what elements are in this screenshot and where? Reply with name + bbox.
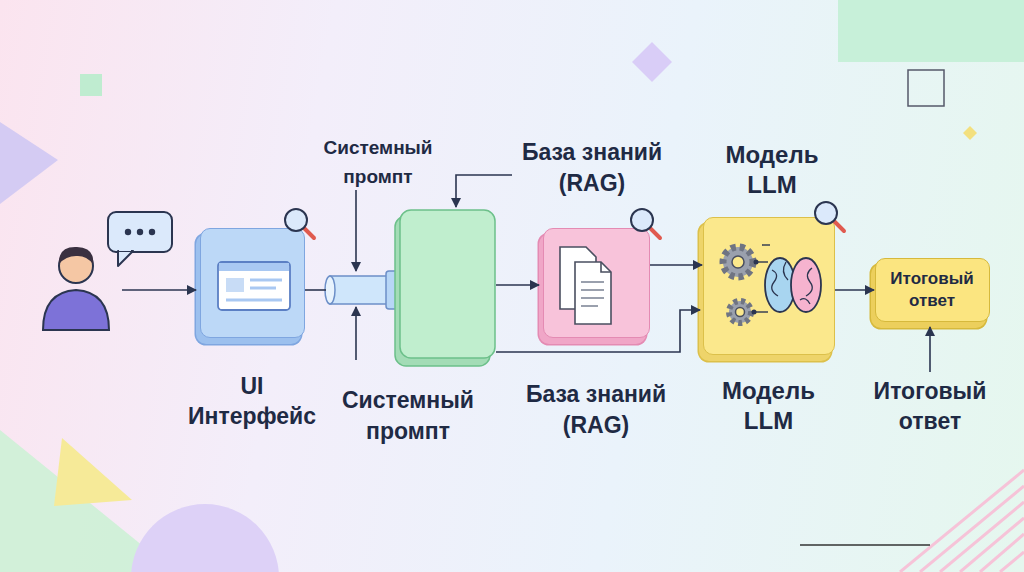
decoration — [80, 74, 102, 96]
user-icon — [59, 247, 93, 264]
speech-bubble — [108, 212, 172, 266]
magnifier-icon — [834, 221, 844, 231]
node-caption: База знаний (RAG) — [511, 379, 681, 441]
decoration — [908, 70, 944, 106]
decoration — [0, 122, 58, 204]
annotation-label: База знаний (RAG) — [507, 137, 677, 199]
decoration — [980, 534, 1024, 572]
llm-box: Модель LLM — [703, 217, 835, 355]
decoration — [900, 470, 1024, 572]
node-caption: Модель LLM — [709, 376, 829, 436]
decoration — [920, 486, 1024, 572]
magnifier-icon — [650, 228, 660, 238]
flow-line — [355, 307, 357, 360]
decoration — [838, 0, 1024, 62]
annotation-label: Системный промпт — [303, 133, 453, 191]
decoration — [960, 518, 1024, 572]
knowledge-base-box: База знаний (RAG) — [543, 228, 650, 338]
decoration — [1000, 552, 1024, 572]
flow-line — [456, 175, 512, 207]
flow-line — [929, 327, 931, 372]
flow-arrow — [835, 289, 874, 291]
flow-line — [122, 175, 930, 372]
flow-line — [122, 289, 196, 291]
annotation-label: Модель LLM — [712, 140, 832, 200]
decoration — [900, 470, 1024, 572]
flow-arrow — [650, 264, 702, 266]
decoration — [940, 502, 1024, 572]
user-icon — [43, 247, 109, 330]
speech-bubble — [125, 229, 131, 235]
answer-box: Итоговый ответ — [875, 258, 990, 322]
flow-line — [305, 289, 326, 291]
speech-bubble — [119, 246, 131, 251]
decoration — [54, 438, 132, 506]
process-block — [400, 210, 495, 358]
speech-bubble — [137, 229, 143, 235]
decoration — [800, 544, 930, 546]
interface-box: UI Интерфейс — [200, 228, 305, 338]
flow-line — [496, 284, 539, 286]
annotation-label: Системный промпт — [328, 385, 488, 447]
decoration — [632, 42, 672, 82]
annotation-label: Итоговый ответ — [860, 376, 1000, 436]
speech-bubble — [149, 229, 155, 235]
node-caption: UI Интерфейс — [187, 371, 317, 431]
decoration — [963, 126, 977, 140]
pipe-connector — [325, 271, 400, 309]
user-icon — [43, 290, 109, 330]
node-label: Итоговый ответ — [880, 268, 985, 312]
magnifier-icon — [304, 228, 314, 238]
process-block — [395, 210, 495, 366]
speech-bubble — [118, 251, 133, 266]
speech-bubble — [108, 212, 172, 252]
decoration — [131, 504, 279, 572]
flow-line — [355, 190, 357, 271]
pipe-connector — [325, 276, 335, 304]
